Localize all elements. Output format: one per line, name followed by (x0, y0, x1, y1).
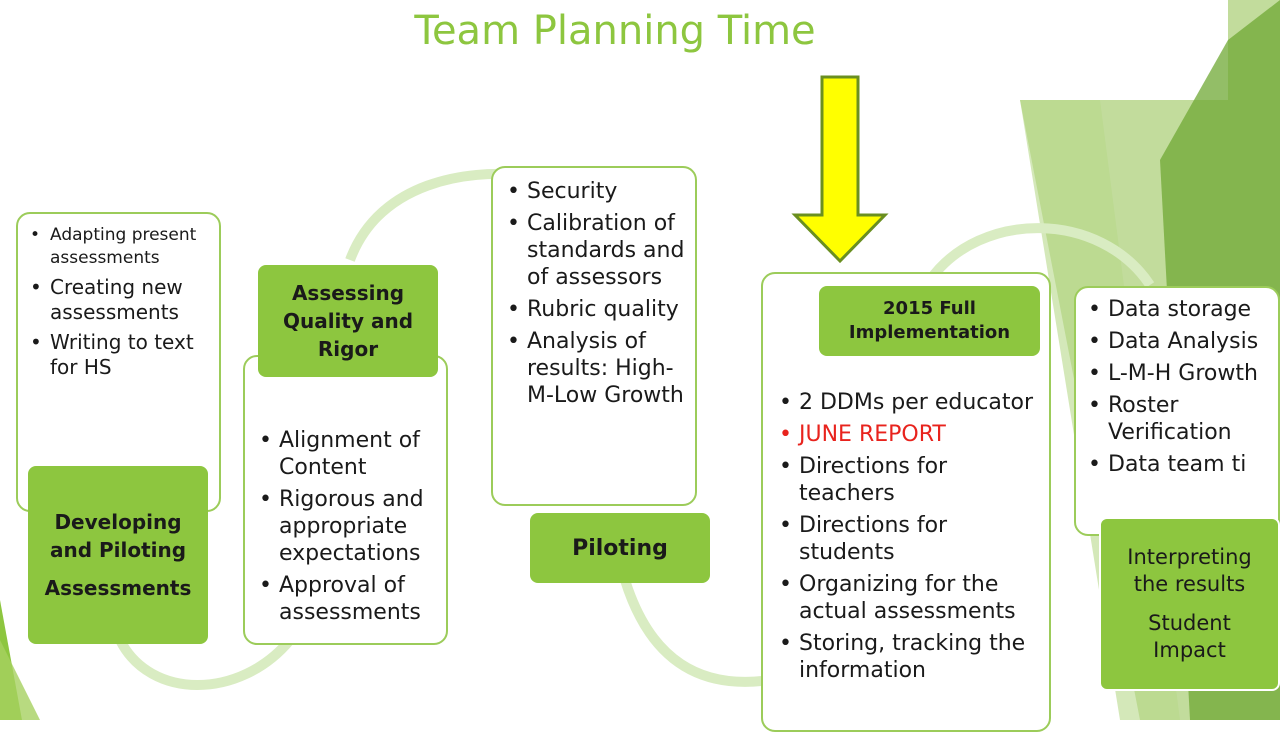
header-line: and Piloting (49, 538, 187, 562)
bullet-item: L-M-H Growth (1086, 360, 1274, 387)
bullet-item: Organizing for the actual assessments (777, 571, 1043, 625)
stage-developing-header: Developing and Piloting Assessments (28, 466, 208, 644)
stage-interpreting-header: Interpreting the results Student Impact (1099, 517, 1280, 691)
bullet-item: Roster Verification (1086, 392, 1274, 446)
header-line: Developing (54, 510, 182, 534)
header-label: Piloting (572, 535, 668, 561)
bullet-item: 2 DDMs per educator (777, 389, 1043, 416)
bullet-item: Adapting present assessments (28, 224, 213, 270)
stage-implementation-header: 2015 Full Implementation (819, 286, 1040, 356)
bullet-item: Analysis of results: High-M-Low Growth (505, 328, 689, 409)
bullet-item: Alignment of Content (257, 427, 440, 481)
bullet-item: Directions for students (777, 512, 1043, 566)
bullet-item: Data storage (1086, 296, 1274, 323)
header-label: 2015 Full Implementation (848, 298, 1011, 343)
bullet-item: Creating new assessments (28, 275, 213, 325)
header-line: Assessments (44, 576, 192, 600)
stage-piloting-header: Piloting (530, 513, 710, 583)
bullet-item: Writing to text for HS (28, 330, 213, 380)
stage-piloting-bullets: Security Calibration of standards and of… (491, 166, 697, 506)
bullet-item-highlight: JUNE REPORT (777, 421, 1043, 448)
stage-developing-bullets: Adapting present assessments Creating ne… (16, 212, 221, 512)
stage-interpreting-bullets: Data storage Data Analysis L-M-H Growth … (1074, 286, 1280, 536)
header-line: Interpreting the results (1127, 545, 1252, 596)
bullet-item: Rubric quality (505, 296, 689, 323)
bullet-item: Data team ti (1086, 451, 1274, 478)
bullet-item: Approval of assessments (257, 572, 440, 626)
bullet-item: Security (505, 178, 689, 205)
header-label: Assessing Quality and Rigor (282, 281, 414, 361)
page-title: Team Planning Time (414, 8, 816, 54)
bullet-item: Storing, tracking the information (777, 630, 1043, 684)
bullet-item: Data Analysis (1086, 328, 1274, 355)
bullet-item: Directions for teachers (777, 453, 1043, 507)
bullet-item: Calibration of standards and of assessor… (505, 210, 689, 291)
header-line: Student Impact (1148, 611, 1231, 662)
stage-quality-bullets: Alignment of Content Rigorous and approp… (243, 355, 448, 645)
stage-quality-header: Assessing Quality and Rigor (258, 265, 438, 377)
down-arrow-icon (791, 75, 889, 264)
bullet-item: Rigorous and appropriate expectations (257, 486, 440, 567)
